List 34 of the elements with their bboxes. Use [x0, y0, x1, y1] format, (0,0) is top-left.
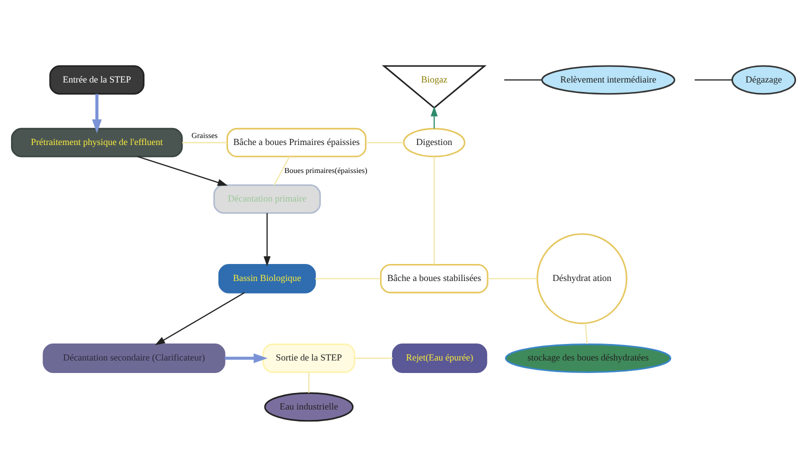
connector — [315, 278, 381, 279]
node-circle: Déshydrat ation — [536, 232, 628, 324]
connector — [354, 357, 393, 358]
node-box: Sortie de la STEP — [262, 343, 356, 372]
arrow — [154, 292, 245, 345]
connector — [308, 372, 310, 392]
connector — [504, 78, 542, 80]
arrow — [430, 106, 438, 128]
arrow — [92, 93, 102, 133]
connector — [584, 322, 588, 344]
connector — [694, 78, 732, 80]
node-box: Bâche a boues stabilisées — [380, 263, 488, 293]
node-box: Décantation secondaire (Clarificateur) — [42, 343, 226, 372]
connector — [366, 142, 404, 143]
arrow — [264, 212, 271, 266]
node-box: Décantation primaire — [213, 184, 321, 214]
connector — [274, 156, 290, 185]
node-box: Bâche a boues Primaires épaissies — [226, 127, 366, 157]
node-ellipse: Digestion — [403, 127, 466, 157]
connector — [434, 156, 435, 264]
arrow — [138, 155, 228, 186]
node-ellipse: Relèvement intermédiaire — [541, 64, 676, 94]
node-ellipse: stockage des boues déshydratées — [505, 343, 672, 372]
node-ellipse: Eau industrielle — [264, 392, 354, 422]
node-ellipse: Dégazage — [731, 64, 796, 94]
arrow — [224, 352, 268, 363]
node-box: Bassin Biologique — [218, 263, 316, 293]
node-box: Entrée de la STEP — [49, 64, 144, 94]
edge-label: Boues primaires(épaissies) — [284, 165, 368, 174]
node-box: Prétraitement physique de l'effluent — [11, 127, 183, 157]
connector — [488, 278, 537, 279]
node-box: Rejet(Eau épurée) — [392, 343, 488, 372]
connector — [182, 142, 228, 143]
edge-label: Graisses — [192, 130, 218, 140]
